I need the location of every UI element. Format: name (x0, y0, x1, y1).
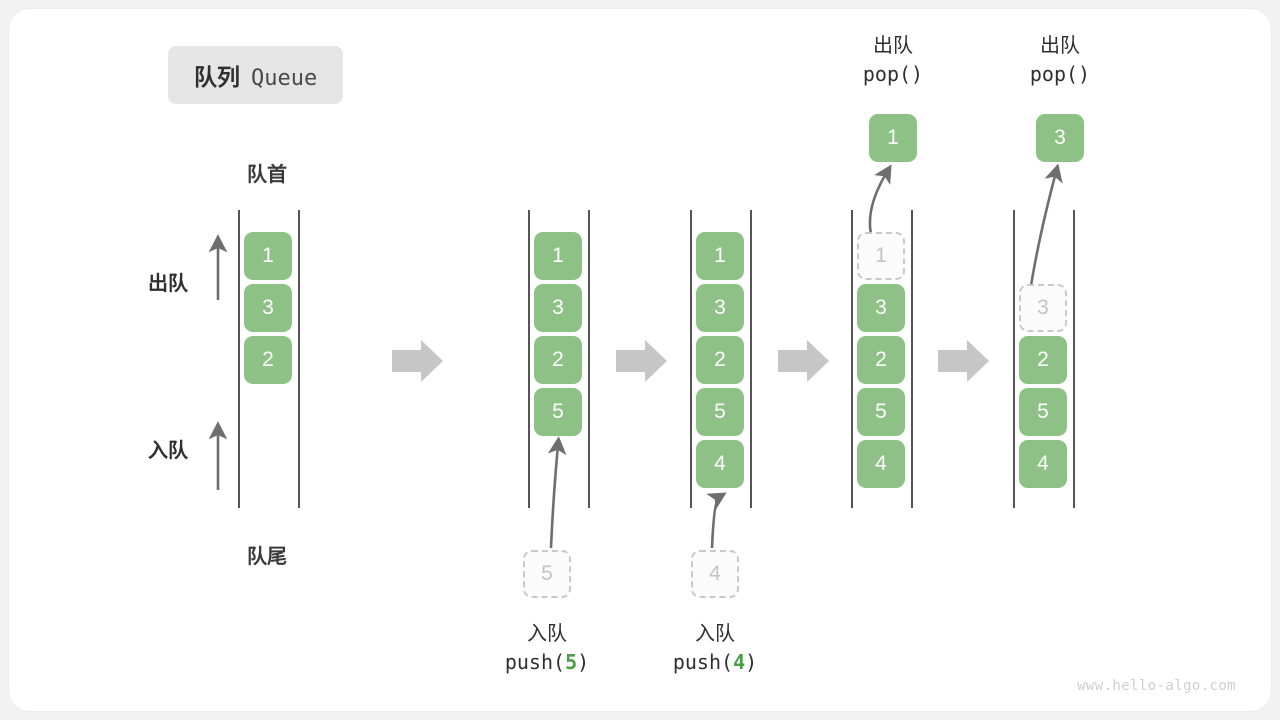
queue-head-label: 队首 (247, 164, 287, 186)
queue-cell: 2 (1019, 336, 1067, 384)
popped-value-cell: 3 (1036, 114, 1084, 162)
rail-left (851, 210, 853, 508)
pop-1-caption: 出队 pop() (793, 32, 993, 89)
queue-cell: 5 (696, 388, 744, 436)
push-caption-code: push(4) (672, 650, 758, 675)
queue-cell: 2 (534, 336, 582, 384)
queue-cell: 3 (696, 284, 744, 332)
queue-tail-label: 队尾 (247, 546, 287, 568)
queue-cell: 2 (244, 336, 292, 384)
rail-right (750, 210, 752, 508)
push-caption-cn: 入队 (527, 623, 567, 645)
queue-cell-removed: 3 (1019, 284, 1067, 332)
popped-value-cell: 1 (869, 114, 917, 162)
queue-cell: 1 (244, 232, 292, 280)
rail-right (298, 210, 300, 508)
queue-cell: 2 (696, 336, 744, 384)
queue-cell-removed: 1 (857, 232, 905, 280)
rail-right (1073, 210, 1075, 508)
rail-left (1013, 210, 1015, 508)
queue-cell: 3 (244, 284, 292, 332)
incoming-ghost-cell: 4 (691, 550, 739, 598)
queue-cell-new: 4 (696, 440, 744, 488)
queue-cell: 3 (857, 284, 905, 332)
rail-left (528, 210, 530, 508)
diagram-title-badge: 队列 Queue (168, 46, 344, 104)
queue-cell: 1 (534, 232, 582, 280)
queue-cell: 1 (696, 232, 744, 280)
queue-cell: 4 (857, 440, 905, 488)
queue-cell: 2 (857, 336, 905, 384)
enqueue-direction-label: 入队 (148, 440, 188, 462)
queue-cell: 4 (1019, 440, 1067, 488)
push-4-caption: 入队 push(4) (615, 620, 815, 677)
dequeue-direction-label: 出队 (148, 273, 188, 295)
queue-cell-new: 5 (534, 388, 582, 436)
push-caption-code: push(5) (504, 650, 590, 675)
push-caption-cn: 入队 (695, 623, 735, 645)
diagram-card (8, 8, 1272, 712)
pop-caption-code: pop() (1029, 62, 1091, 87)
queue-cell: 5 (857, 388, 905, 436)
rail-left (238, 210, 240, 508)
pop-3-caption: 出队 pop() (960, 32, 1160, 89)
rail-left (690, 210, 692, 508)
queue-cell: 5 (1019, 388, 1067, 436)
incoming-ghost-cell: 5 (523, 550, 571, 598)
rail-right (911, 210, 913, 508)
pop-caption-cn: 出队 (873, 35, 913, 57)
title-english: Queue (251, 66, 318, 91)
site-watermark: www.hello-algo.com (1077, 678, 1236, 694)
queue-cell: 3 (534, 284, 582, 332)
pop-caption-cn: 出队 (1040, 35, 1080, 57)
push-5-caption: 入队 push(5) (447, 620, 647, 677)
title-chinese: 队列 (194, 64, 240, 90)
rail-right (588, 210, 590, 508)
pop-caption-code: pop() (862, 62, 924, 87)
